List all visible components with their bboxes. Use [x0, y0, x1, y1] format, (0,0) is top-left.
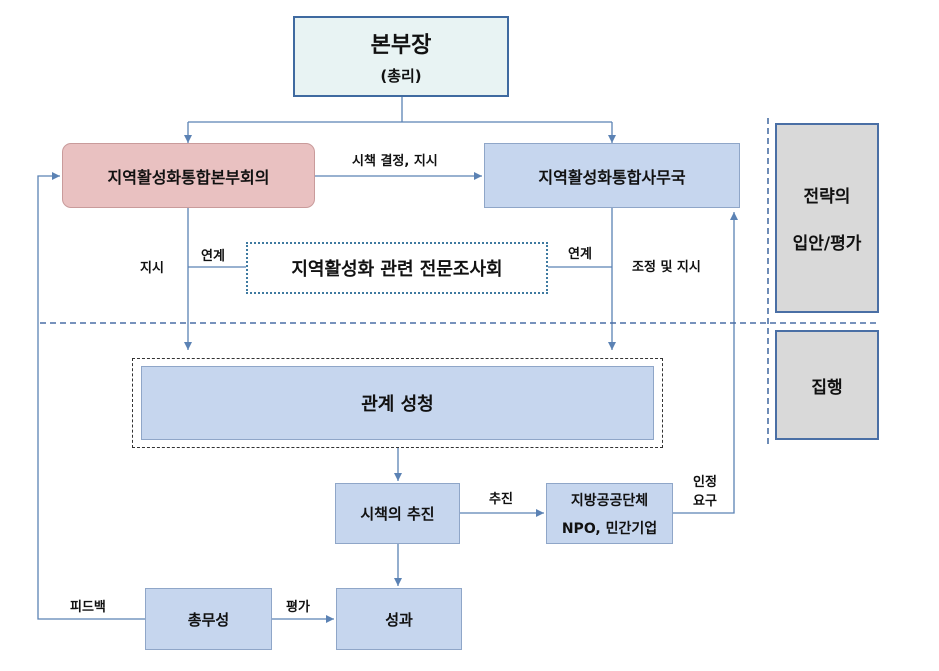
results-box: 성과 — [336, 588, 462, 650]
label-promote: 추진 — [489, 492, 513, 507]
local-box: 지방공공단체 NPO, 민간기업 — [546, 483, 673, 544]
label-link-right: 연계 — [568, 247, 592, 262]
policy-box: 시책의 추진 — [335, 483, 460, 544]
chief-subtitle: (총리) — [380, 67, 422, 85]
label-evaluate: 평가 — [286, 600, 310, 615]
execution-side-box: 집행 — [775, 330, 879, 440]
policy-label: 시책의 추진 — [360, 505, 435, 523]
arrow-cert-request — [673, 212, 738, 514]
local-line1: 지방공공단체 — [570, 492, 649, 509]
label-instruct: 지시 — [140, 261, 164, 276]
ministries-box: 관계 성청 — [141, 366, 654, 440]
expert-panel-label: 지역활성화 관련 전문조사회 — [291, 259, 503, 280]
chief-box: 본부장 (총리) — [293, 16, 509, 97]
label-cert-1: 인정 — [693, 475, 717, 490]
hq-meeting-box: 지역활성화통합본부회의 — [62, 143, 315, 208]
arrow-feedback — [37, 172, 145, 620]
label-cert-2: 요구 — [693, 494, 717, 509]
execution-label: 집행 — [811, 377, 843, 398]
hq-meeting-label: 지역활성화통합본부회의 — [107, 167, 270, 187]
expert-panel-box: 지역활성화 관련 전문조사회 — [246, 242, 548, 294]
secretariat-label: 지역활성화통합사무국 — [538, 167, 686, 187]
mic-label: 총무성 — [187, 610, 230, 629]
strategy-line1: 전략의 — [803, 187, 851, 207]
label-decision: 시책 결정, 지시 — [352, 154, 438, 169]
label-coord: 조정 및 지시 — [632, 260, 701, 275]
label-feedback: 피드백 — [70, 600, 106, 615]
ministries-label: 관계 성청 — [361, 394, 434, 415]
strategy-line2: 입안/평가 — [792, 234, 862, 254]
results-label: 성과 — [385, 610, 413, 629]
secretariat-box: 지역활성화통합사무국 — [484, 143, 740, 208]
chief-title: 본부장 — [370, 33, 432, 58]
strategy-side-box: 전략의 입안/평가 — [775, 123, 879, 313]
label-link-left: 연계 — [201, 249, 225, 264]
mic-box: 총무성 — [145, 588, 272, 650]
local-line2: NPO, 민간기업 — [561, 520, 658, 537]
